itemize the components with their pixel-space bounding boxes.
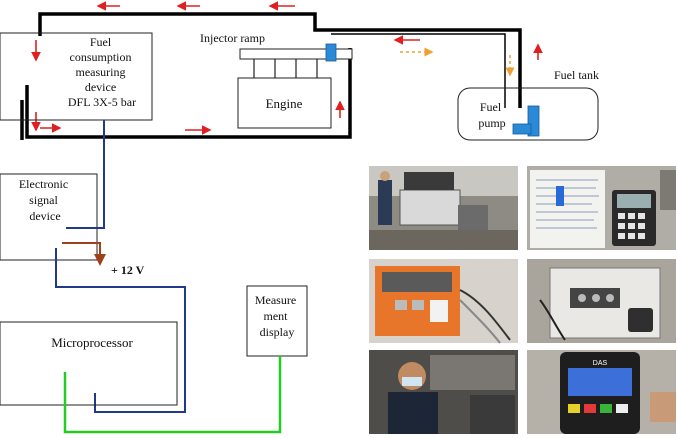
- photo-measuring-unit: [527, 259, 676, 343]
- das-screen-label: DAS: [593, 360, 608, 367]
- flow-arrows: [31, 1, 543, 135]
- photo-car-test: [369, 166, 518, 250]
- fuel-tank: [457, 87, 599, 141]
- fuel-measuring-device-box: [0, 32, 153, 121]
- fuel-upper-return-line: [331, 33, 506, 108]
- data-wire: [63, 356, 282, 434]
- signal-wire: [55, 248, 186, 413]
- fuel-pump-label: Fuel pump: [478, 100, 505, 130]
- microprocessor-label: Microprocessor: [51, 335, 133, 350]
- signal-wire: [66, 120, 105, 229]
- injector-ramp-label: Injector ramp: [200, 31, 265, 45]
- injector-sensor: [325, 43, 337, 62]
- power-wire: [62, 242, 106, 266]
- photo-orange-instrument: [369, 259, 518, 344]
- signal-device-label: Electronic signal device: [19, 177, 71, 223]
- fuel-device-label: Fuel consumption measuring device DFL 3X…: [68, 35, 136, 109]
- photo-operator: [369, 350, 518, 434]
- injector-pipes: [253, 59, 318, 78]
- fuel-return-line: [25, 48, 352, 139]
- fuel-pump-sensor-base: [512, 123, 532, 135]
- photo-notes-device: [527, 166, 676, 250]
- voltage-label: + 12 V: [111, 263, 145, 277]
- fuel-tank-label: Fuel tank: [554, 68, 599, 82]
- measurement-display-box: [246, 285, 308, 357]
- engine-label: Engine: [266, 96, 303, 111]
- electronic-signal-device-box: [0, 173, 98, 261]
- display-label: Measure ment display: [255, 293, 299, 339]
- microprocessor-box: [0, 321, 178, 406]
- fuel-supply-line: [38, 12, 522, 108]
- signal-wires: [55, 120, 186, 413]
- fuel-pump-sensor: [527, 105, 540, 137]
- photo-das-display: DAS: [527, 350, 676, 434]
- engine-box: [237, 77, 332, 129]
